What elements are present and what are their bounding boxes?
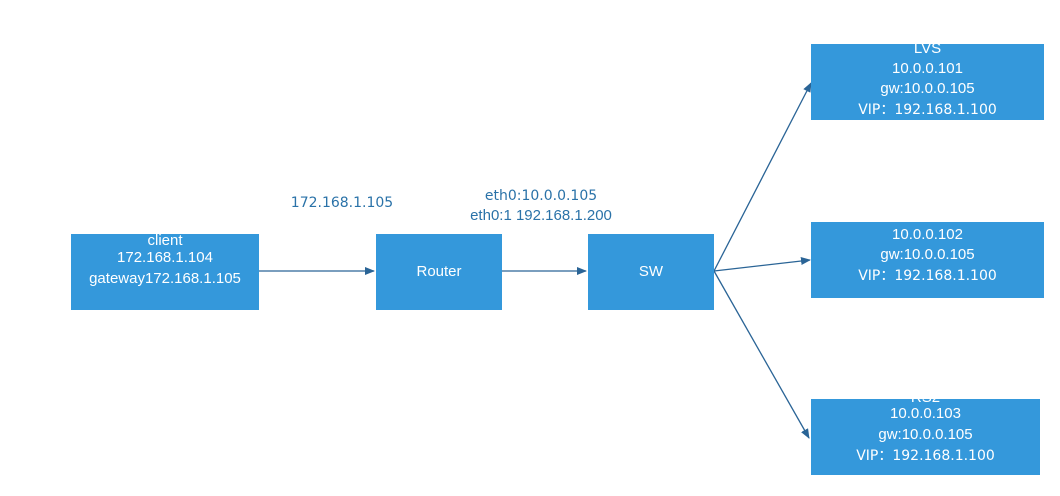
router-ip-label: 172.168.1.105 <box>290 195 394 211</box>
lvs-vip: VIP：192.168.1.100 <box>858 102 997 118</box>
rs2-ip: 10.0.0.103 <box>890 405 961 422</box>
router-title: Router <box>416 263 462 280</box>
rs2-vip: VIP：192.168.1.100 <box>856 448 995 464</box>
lvs-title: LVS <box>913 44 942 57</box>
switch-eth0-label: eth0:10.0.0.105 <box>484 188 598 204</box>
client-title: client <box>147 234 183 249</box>
rs1-node: 10.0.0.102 gw:10.0.0.105 VIP：192.168.1.1… <box>811 222 1044 298</box>
lvs-ip: 10.0.0.101 <box>892 60 963 77</box>
edge-switch-lvs <box>713 82 812 272</box>
client-node: client 172.168.1.104 gateway172.168.1.10… <box>71 234 259 310</box>
switch-node: SW <box>588 234 714 310</box>
lvs-node: LVS 10.0.0.101 gw:10.0.0.105 VIP：192.168… <box>811 44 1044 120</box>
edge-switch-rs1 <box>713 257 811 272</box>
rs1-ip: 10.0.0.102 <box>892 226 963 243</box>
switch-title: SW <box>638 263 664 280</box>
switch-eth0-1-label: eth0:1 192.168.1.200 <box>470 207 612 224</box>
router-node: Router <box>376 234 502 310</box>
edge-switch-rs2 <box>713 270 810 439</box>
rs1-vip: VIP：192.168.1.100 <box>858 268 997 284</box>
rs1-gateway: gw:10.0.0.105 <box>880 246 975 263</box>
lvs-gateway: gw:10.0.0.105 <box>880 80 975 97</box>
rs2-node: RS2 10.0.0.103 gw:10.0.0.105 VIP：192.168… <box>811 399 1040 475</box>
client-gateway: gateway172.168.1.105 <box>89 270 241 287</box>
client-ip: 172.168.1.104 <box>117 249 213 266</box>
rs2-gateway: gw:10.0.0.105 <box>878 426 973 443</box>
rs2-title: RS2 <box>811 399 1040 407</box>
